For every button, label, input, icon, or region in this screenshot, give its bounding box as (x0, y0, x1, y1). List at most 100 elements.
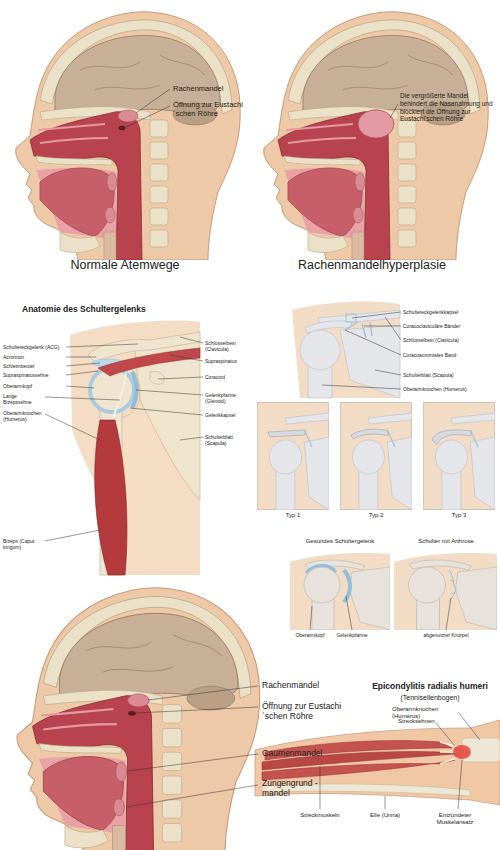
forearm-elbow (255, 720, 500, 805)
leader-line (66, 357, 96, 358)
leader-line (45, 414, 100, 440)
shoulder-anatomy (132, 372, 137, 408)
leader-line (364, 326, 401, 327)
arthrosis-compare (449, 570, 456, 602)
part-label: Schleimbeutel (3, 363, 65, 369)
part-label: Strecksehnen (398, 718, 448, 725)
part-label: Gelenkkapsel (205, 412, 250, 418)
part-label: Schulterblatt (Scapula) (205, 434, 250, 446)
acromion-types (257, 403, 329, 511)
part-label: Oberarmkopf (290, 632, 330, 638)
shoulder-ligaments (292, 302, 400, 398)
leader-line (385, 796, 386, 809)
leader-line (45, 530, 100, 541)
leader-line (180, 437, 203, 440)
panel-title: Normale Atemwege (15, 258, 235, 273)
arthrosis-compare (290, 553, 497, 630)
part-label: Öffnung zur Eustachi´schen Röhre (173, 100, 243, 118)
arthrosis-compare (394, 553, 497, 630)
leader-line (66, 371, 98, 375)
leader-line (310, 606, 312, 630)
forearm-elbow (255, 720, 500, 805)
leader-line (130, 408, 203, 415)
callout-note: Die vergrößerte Mandel behindert die Nas… (400, 92, 497, 123)
part-label: Schulterblatt (Scapula) (403, 372, 498, 378)
panel-title: Schulter mit Arthrose (396, 538, 496, 545)
panel-title: Epicondylitis radialis humeri (362, 681, 498, 691)
part-label: Oberarmkopf (3, 383, 65, 389)
part-label: Lange Bizepssehne (3, 393, 43, 405)
part-label: Gelenkpfanne (Glenoid) (205, 392, 250, 404)
shoulder-ligaments (340, 325, 400, 398)
leader-line (458, 760, 462, 809)
leader-line (158, 377, 203, 379)
part-label: Schlüsselbein (Clavicula) (205, 340, 250, 352)
forearm-elbow (453, 745, 471, 759)
arthrosis-compare (306, 565, 336, 573)
leader-line (385, 317, 401, 340)
arthrosis-compare (290, 553, 390, 630)
type-label: Typ 2 (354, 512, 398, 519)
leader-line (390, 104, 398, 118)
leader-line (136, 89, 170, 113)
enlarged-adenoid (358, 110, 394, 138)
head-hyperplasia (264, 12, 489, 260)
head-tonsils (17, 588, 260, 850)
shoulder-anatomy (70, 321, 200, 575)
leader-line (352, 312, 401, 318)
part-label: Öffnung zur Eustachi´schen Röhre (262, 701, 354, 721)
acromion-types (351, 429, 388, 439)
leader-line (126, 785, 258, 807)
leader-line (180, 337, 203, 343)
acromion-types (432, 430, 471, 444)
part-label: Gaumenmandel (262, 748, 352, 758)
leader-line (170, 355, 203, 361)
leader-line (45, 397, 120, 400)
shoulder-anatomy (70, 321, 200, 575)
acromion-types (340, 403, 412, 511)
shoulder-anatomy (98, 348, 200, 376)
panel-title: Anatomie des Schultergelenks (22, 304, 212, 314)
part-label: Zungengrund - mandel (262, 778, 332, 798)
part-label: Entzündeter Muskelansatz (425, 812, 485, 826)
leader-line (375, 370, 401, 375)
leader-line (136, 390, 203, 395)
part-label: Coracoid (205, 374, 250, 380)
type-label: Typ 3 (437, 512, 481, 519)
part-label: Streckmuskeln (290, 812, 350, 819)
part-label: Schultereckgelenkkapsel (403, 309, 498, 315)
shoulder-ligaments (346, 314, 356, 322)
leader-line (346, 596, 352, 630)
leader-line (66, 344, 138, 347)
leader-line (345, 330, 401, 355)
leader-line (66, 363, 100, 366)
head-normal (16, 12, 241, 260)
leader-line (124, 106, 170, 128)
leader-line (136, 707, 258, 713)
part-label: Acromion (3, 354, 65, 360)
part-label: Oberarmknochen (Humerus) (3, 410, 43, 422)
acromion-types (268, 430, 305, 437)
part-label: Supraspinatus (205, 358, 250, 364)
shoulder-anatomy (95, 420, 127, 575)
leader-line (446, 598, 451, 630)
shoulder-ligaments (305, 321, 352, 333)
part-label: Oberarmknochen (Humerus) (403, 386, 498, 392)
panel-title: Gesundes Schultergelenk (290, 538, 390, 545)
arthrosis-compare (450, 580, 455, 594)
leader-line (436, 723, 455, 746)
part-label: Coracoacromiales Band (403, 352, 498, 358)
forearm-elbow (262, 760, 455, 780)
part-label: Bizeps (Caput longum) (3, 538, 43, 550)
shoulder-anatomy (150, 371, 164, 384)
type-label: Typ 1 (271, 512, 315, 519)
acromion-types (257, 403, 495, 511)
shoulder-ligaments (300, 330, 340, 370)
leader-line (458, 712, 480, 740)
leader-line (66, 386, 94, 388)
part-label: Supraspinatussehne (3, 372, 65, 378)
part-label: Schlüsselbein (Clavicula) (403, 337, 498, 343)
part-label: Rachenmandel (262, 680, 352, 690)
leader-line (322, 385, 401, 389)
